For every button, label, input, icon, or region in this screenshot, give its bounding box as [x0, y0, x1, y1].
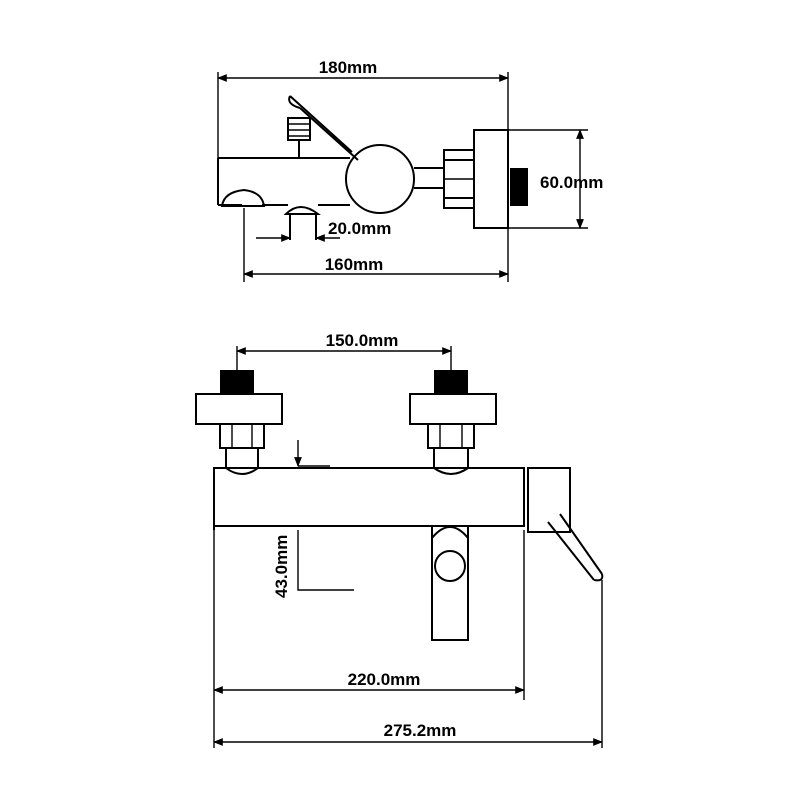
front-view-right-inlet	[409, 370, 497, 475]
dim-label-inlet-centers: 150.0mm	[326, 331, 399, 350]
front-view-lever	[527, 467, 604, 582]
top-view-inlet-thread	[510, 168, 528, 206]
top-view-lever-handle	[288, 95, 359, 161]
dim-line-outlet-drop	[297, 530, 354, 591]
dim-label-outlet-projection: 160mm	[325, 255, 384, 274]
dim-label-body-length: 220.0mm	[348, 670, 421, 689]
dim-label-depth: 60.0mm	[540, 173, 603, 192]
top-view-wall-flange	[473, 129, 509, 229]
front-view-left-inlet	[195, 370, 283, 475]
front-view-spout	[431, 526, 469, 641]
dim-label-outlet-width: 20.0mm	[328, 219, 391, 238]
front-view-body	[213, 467, 525, 527]
top-view-body	[217, 157, 350, 206]
front-view: 150.0mm 43.0mm 220.0mm 275.2mm	[195, 331, 604, 748]
dim-label-overall-width: 180mm	[319, 58, 378, 77]
dim-label-outlet-drop: 43.0mm	[272, 535, 291, 598]
dim-label-overall-length: 275.2mm	[384, 721, 457, 740]
top-view-diverter-knob	[287, 117, 311, 158]
top-view-connector-nut	[443, 149, 475, 209]
top-view-lever-hub	[345, 144, 415, 214]
top-view-spout	[220, 188, 266, 207]
top-view-outlet	[283, 206, 321, 240]
top-view: 180mm 60.0mm 20.0mm 160mm	[217, 58, 603, 282]
